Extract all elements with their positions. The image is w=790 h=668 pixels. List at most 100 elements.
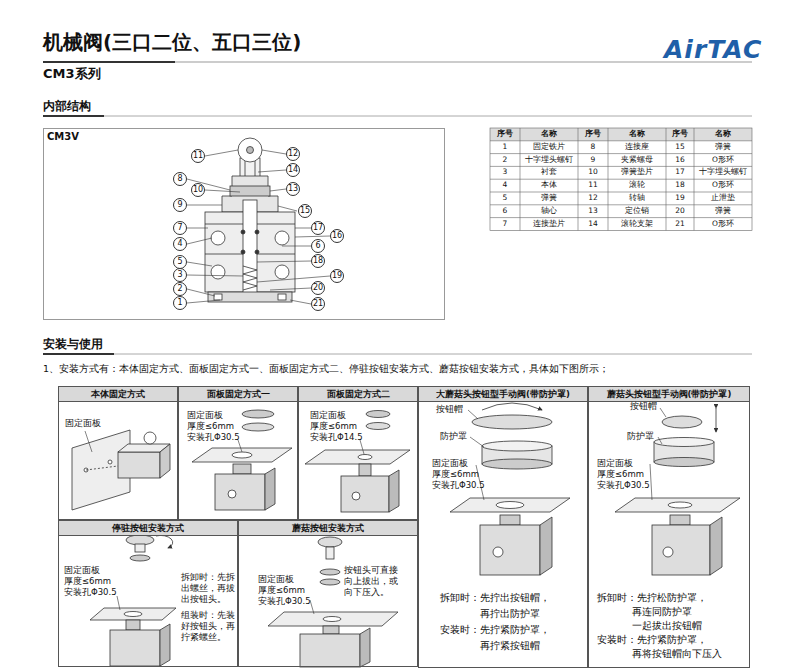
leader-line-part: [262, 150, 286, 154]
panel-figure-part: [232, 452, 252, 458]
method-panel: 本体固定方式: [58, 386, 178, 520]
table-cell: 2: [490, 154, 520, 167]
annotation: 拧紧螺丝。: [181, 632, 226, 643]
valve-section-part: [214, 294, 222, 300]
panel-figure-part: [480, 525, 540, 575]
section-heading: CM3系列: [43, 66, 101, 82]
panel-figure-part: [366, 411, 390, 418]
annotation: 再拧紧按钮帽: [480, 640, 540, 652]
annotation: 固定面板: [64, 565, 100, 576]
panel-figure-part: [323, 626, 339, 634]
annotation: 防护罩: [627, 431, 654, 442]
annotation: 固定面板: [187, 410, 223, 421]
annotation: 再拧出防护罩: [480, 608, 540, 620]
panel-figure-part: [710, 517, 722, 575]
table-grid-part: [490, 192, 752, 193]
leader-line-part: [278, 206, 297, 211]
annotation: 厚度≤6mm: [310, 421, 357, 432]
annotation: 防护罩: [440, 431, 467, 442]
leader-line-part: [290, 300, 311, 304]
valve-section-part: [241, 250, 245, 254]
table-cell: 固定铁片: [520, 141, 578, 154]
table-grid: [490, 128, 752, 230]
callout-number: 11: [191, 149, 205, 163]
table-cell: O形环: [694, 218, 752, 231]
panel-figure-part: [118, 452, 160, 478]
annotation: 安装孔Φ14.5: [310, 432, 363, 443]
callout-number: 21: [311, 297, 325, 311]
callout-number: 20: [311, 281, 325, 295]
table-cell: 序号: [490, 128, 520, 141]
annotation: 安装孔Φ30.5: [64, 587, 117, 598]
page-rule-part: [43, 62, 752, 63]
table-cell: 4: [490, 179, 520, 192]
valve-section-part: [205, 254, 243, 255]
panel-figure-part: [470, 437, 484, 447]
table-grid-part: [520, 128, 521, 230]
panel-figure-part: [126, 535, 154, 545]
panel-figure-part: [359, 464, 371, 476]
annotation: 再连同防护罩: [632, 606, 692, 618]
section-heading: 内部结构: [43, 99, 91, 114]
panel-figure-part: [268, 612, 398, 626]
annotation: 拆卸时：先拆: [181, 572, 235, 583]
panel-figure-part: [482, 459, 552, 469]
leader-line-part: [205, 190, 240, 192]
panel-figure-part: [86, 466, 118, 470]
panel-figure-part: [358, 455, 372, 460]
leader-line-part: [270, 189, 286, 191]
table-cell: 转轴: [608, 192, 666, 205]
valve-section-part: [257, 254, 295, 255]
panel-figure-part: [156, 535, 173, 548]
valve-section-part: [257, 224, 295, 225]
callout-number: 7: [173, 221, 187, 235]
valve-section: [205, 138, 295, 302]
panel-figure-part: [450, 498, 570, 512]
table-cell: 7: [490, 218, 520, 231]
table-cell: 名称: [694, 128, 752, 141]
panel-figure-part: [318, 537, 342, 547]
page-rule-part: [43, 116, 752, 117]
panel-figure-part: [482, 403, 542, 410]
annotation: 拆卸时：先拧松防护罩，: [597, 592, 707, 604]
table-cell: 止泄垫: [694, 192, 752, 205]
table-cell: 18: [666, 179, 694, 192]
leader-line-part: [187, 289, 215, 296]
table-cell: 15: [666, 141, 694, 154]
panel-figure-part: [90, 608, 176, 620]
annotation: 厚度≤6mm: [597, 469, 644, 480]
callout-number: 12: [286, 147, 300, 161]
table-cell: 16: [666, 154, 694, 167]
panel-header: 停驻按钮安装方式: [59, 521, 237, 536]
callout-number: 3: [173, 268, 187, 282]
leader-line-part: [257, 261, 311, 262]
panel-figure-part: [242, 410, 274, 418]
panel-figure-part: [482, 441, 552, 451]
table-grid-part: [608, 128, 609, 230]
annotation: 固定面板: [597, 458, 633, 469]
annotation: 再将按钮帽向下压入: [632, 648, 722, 660]
section-heading: 安装与使用: [43, 337, 103, 352]
leader-line-part: [187, 228, 208, 229]
panel-figure-part: [352, 492, 360, 500]
annotation: 一起拔出按钮帽: [632, 620, 702, 632]
table-cell: 名称: [608, 128, 666, 141]
table-cell: O形环: [694, 154, 752, 167]
panel-figure-part: [144, 432, 156, 444]
valve-section-part: [278, 294, 286, 300]
page-rule-part: [43, 115, 104, 117]
panel-figure-part: [716, 408, 717, 432]
table-cell: 17: [666, 166, 694, 179]
valve-section-part: [247, 147, 254, 154]
annotation: 厚度≤6mm: [187, 421, 234, 432]
table-cell: 5: [490, 192, 520, 205]
panel-figure-part: [265, 468, 275, 510]
table-cell: 夹紧螺母: [608, 154, 666, 167]
panel-header: 蘑菇按钮安装方式: [239, 521, 417, 536]
annotation: 固定面板: [65, 418, 101, 429]
table-cell: 3: [490, 166, 520, 179]
table-cell: 连接垫片: [520, 218, 578, 231]
valve-section-part: [238, 138, 262, 162]
annotation: 按钮帽: [630, 401, 657, 412]
